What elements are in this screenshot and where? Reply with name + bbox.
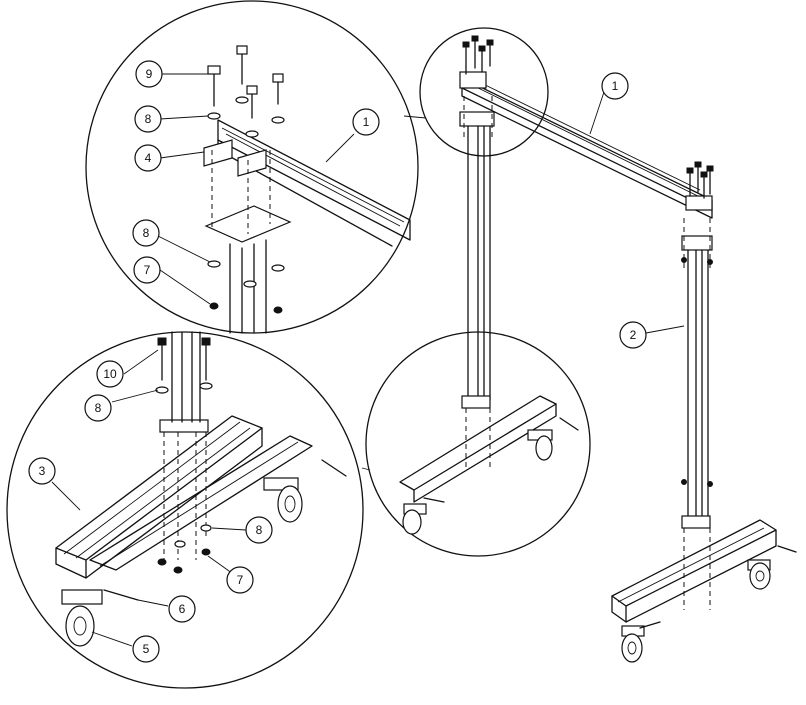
svg-text:1: 1 (363, 115, 370, 129)
callout-7-bottom: 7 (226, 566, 254, 594)
svg-text:3: 3 (39, 464, 46, 478)
svg-text:5: 5 (143, 642, 150, 656)
top-beam (459, 71, 713, 219)
callout-8-bottom: 8 (245, 516, 273, 544)
leader-10 (123, 349, 159, 375)
svg-text:6: 6 (179, 602, 186, 616)
callout-7-top: 7 (133, 256, 161, 284)
callout-1-detail: 1 (352, 108, 380, 136)
top-bolts-left (462, 35, 494, 75)
leader-3 (51, 481, 81, 511)
svg-text:10: 10 (103, 367, 117, 381)
leader-8-left (111, 389, 159, 403)
leader-8-mid (157, 235, 211, 263)
callout-4: 4 (134, 144, 162, 172)
callout-2: 2 (619, 321, 647, 349)
top-bolts-right (686, 161, 714, 199)
right-upright (681, 218, 713, 610)
leader-main-2 (645, 325, 685, 334)
leader-6 (137, 599, 169, 607)
detail-bottom-bolts (157, 337, 347, 477)
leader-8-bottom (211, 527, 247, 531)
main-assembly (459, 35, 797, 663)
leader-detail-top-1 (325, 133, 355, 163)
svg-text:1: 1 (612, 79, 619, 93)
svg-text:8: 8 (95, 401, 102, 415)
svg-text:7: 7 (144, 263, 151, 277)
svg-text:2: 2 (630, 328, 637, 342)
detail-bottom-casters (61, 477, 303, 647)
leader-5 (91, 631, 133, 647)
callout-9: 9 (135, 60, 163, 88)
right-foot (611, 519, 777, 623)
detail-bottom (6, 331, 371, 689)
svg-text:9: 9 (146, 67, 153, 81)
leader-8-top (159, 115, 209, 120)
svg-text:8: 8 (145, 112, 152, 126)
detail-marker-top (419, 27, 549, 157)
svg-text:7: 7 (237, 573, 244, 587)
leader-7-top (159, 269, 211, 305)
callout-3: 3 (28, 457, 56, 485)
callout-8-top: 8 (134, 105, 162, 133)
left-upright (459, 96, 495, 470)
connector-top-detail (403, 115, 427, 119)
svg-text:8: 8 (143, 226, 150, 240)
detail-marker-middle (365, 331, 591, 557)
callout-1-main: 1 (601, 72, 629, 100)
callout-8-mid: 8 (132, 219, 160, 247)
leader-main-1 (589, 91, 605, 135)
svg-text:4: 4 (145, 151, 152, 165)
leader-4 (159, 151, 205, 159)
callout-10: 10 (96, 360, 124, 388)
detail-bottom-hardware (155, 382, 213, 574)
callout-5: 5 (132, 635, 160, 663)
detail-top (85, 0, 427, 334)
detail-top-washers (207, 96, 285, 288)
callout-6: 6 (168, 595, 196, 623)
detail-top-nuts (209, 302, 283, 314)
svg-text:8: 8 (256, 523, 263, 537)
callout-8-left: 8 (84, 394, 112, 422)
detail-top-bolts (207, 45, 284, 119)
right-foot-casters (621, 545, 797, 663)
